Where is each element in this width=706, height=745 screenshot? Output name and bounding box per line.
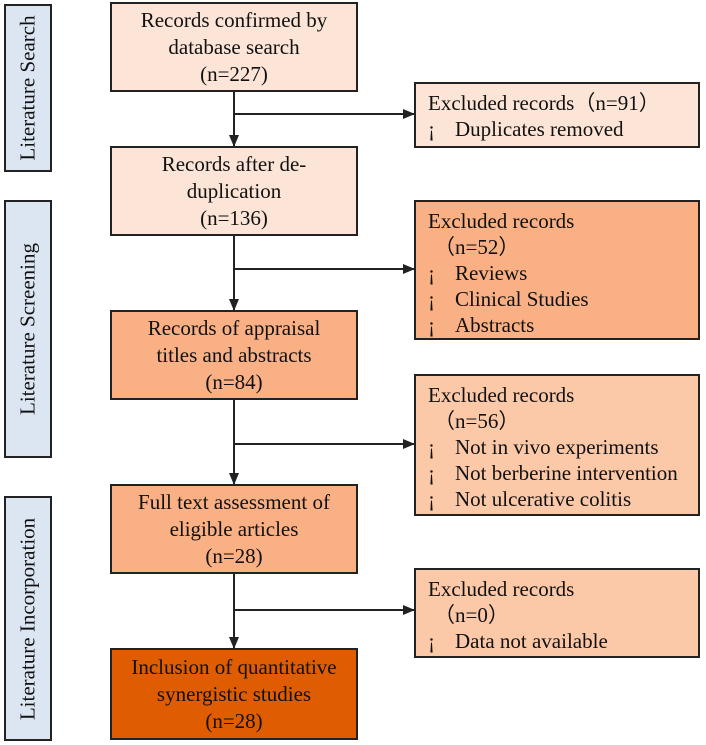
excluded-reason: Duplicates removed [455,117,624,141]
bullet-icon: ¡ [428,117,435,141]
excluded-item: ¡ Data not available [428,628,608,654]
excluded-title: Excluded records（n=91） [428,91,660,115]
box-inclusion-studies: Inclusion of quantitative synergistic st… [110,648,358,740]
excluded-reason: Abstracts [455,313,535,337]
box-excluded-duplicates: Excluded records（n=91） ¡ Duplicates remo… [414,82,700,148]
box-count: (n=28) [205,708,263,733]
bullet-icon: ¡ [428,313,435,337]
excluded-count: （n=56） [434,409,520,433]
stage-literature-screening: Literature Screening [4,200,52,458]
stage-literature-incorporation: Literature Incorporation [4,496,52,741]
excluded-item: ¡ Not in vivo experiments [428,434,659,460]
excluded-item: ¡ Abstracts [428,312,534,338]
bullet-icon: ¡ [428,261,435,285]
excluded-item: ¡ Not ulcerative colitis [428,486,631,512]
box-line: database search [168,34,300,59]
box-count: (n=136) [200,205,268,230]
box-count: (n=84) [205,369,263,394]
box-line: Records after de- [161,151,307,176]
excluded-title: Excluded records [428,209,575,233]
box-records-after-deduplication: Records after de- duplication (n=136) [110,146,358,236]
excluded-item: ¡ Not berberine intervention [428,460,678,486]
box-excluded-screening: Excluded records （n=52） ¡ Reviews ¡ Clin… [414,200,700,340]
bullet-icon: ¡ [428,487,435,511]
excluded-title: Excluded records [428,383,575,407]
excluded-reason: Clinical Studies [455,287,589,311]
stage-label: Literature Search [15,15,40,161]
stage-label: Literature Screening [15,243,40,415]
box-excluded-fulltext: Excluded records （n=0） ¡ Data not availa… [414,568,700,658]
bullet-icon: ¡ [428,629,435,653]
box-excluded-appraisal: Excluded records （n=56） ¡ Not in vivo ex… [414,374,700,516]
box-line: duplication [186,178,282,203]
bullet-icon: ¡ [428,287,435,311]
box-line: titles and abstracts [156,342,312,367]
box-line: Records of appraisal [147,315,321,340]
box-count: (n=28) [205,543,263,568]
stage-label: Literature Incorporation [15,517,40,720]
box-count: (n=227) [200,61,268,86]
box-line: Full text assessment of [138,489,330,514]
excluded-item: ¡ Reviews [428,260,527,286]
bullet-icon: ¡ [428,461,435,485]
box-line: eligible articles [169,516,299,541]
excluded-reason: Not berberine intervention [455,461,678,485]
excluded-reason: Not in vivo experiments [455,435,659,459]
box-line: synergistic studies [156,681,312,706]
excluded-reason: Not ulcerative colitis [455,487,632,511]
box-line: Records confirmed by [140,7,328,32]
box-records-database-search: Records confirmed by database search (n=… [110,2,358,92]
bullet-icon: ¡ [428,435,435,459]
excluded-reason: Data not available [455,629,608,653]
excluded-count: （n=0） [434,603,509,627]
box-line: Inclusion of quantitative [131,654,337,679]
excluded-reason: Reviews [455,261,528,285]
excluded-item: ¡ Clinical Studies [428,286,589,312]
stage-literature-search: Literature Search [4,4,52,172]
box-full-text-assessment: Full text assessment of eligible article… [110,484,358,574]
excluded-title: Excluded records [428,577,575,601]
box-records-appraisal: Records of appraisal titles and abstract… [110,310,358,400]
excluded-item: ¡ Duplicates removed [428,116,624,142]
excluded-count: （n=52） [434,235,520,259]
